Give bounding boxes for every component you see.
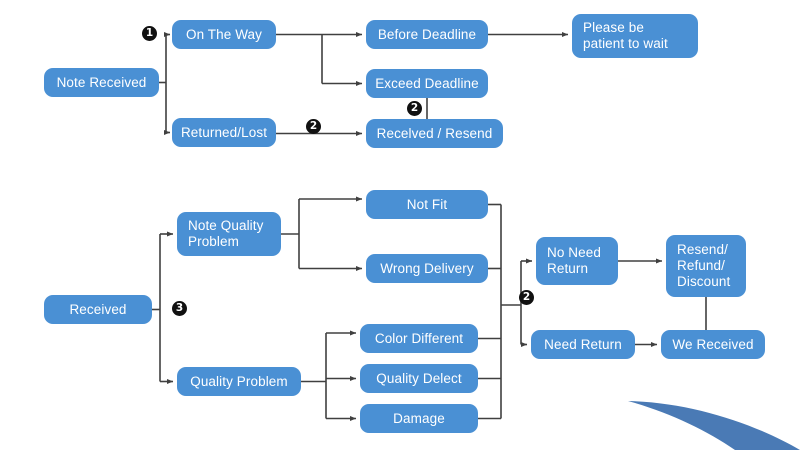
node-color-different[interactable]: Color Different — [360, 324, 478, 353]
node-note-received[interactable]: Note Received — [44, 68, 159, 97]
node-received[interactable]: Received — [44, 295, 152, 324]
node-wrong-delivery[interactable]: Wrong Delivery — [366, 254, 488, 283]
node-before-deadline[interactable]: Before Deadline — [366, 20, 488, 49]
node-resend-refund-discount[interactable]: Resend/ Refund/ Discount — [666, 235, 746, 297]
node-no-need-return[interactable]: No Need Return — [536, 237, 618, 285]
node-exceed-deadline[interactable]: Exceed Deadline — [366, 69, 488, 98]
step-marker-3: 3 — [172, 301, 187, 316]
node-note-quality-problem[interactable]: Note Quality Problem — [177, 212, 281, 256]
step-marker-2-return-decision: 2 — [519, 290, 534, 305]
node-received-resend[interactable]: Recelved / Resend — [366, 119, 503, 148]
node-not-fit[interactable]: Not Fit — [366, 190, 488, 219]
node-need-return[interactable]: Need Return — [531, 330, 635, 359]
step-marker-1: 1 — [142, 26, 157, 41]
node-returned-lost[interactable]: Returned/Lost — [172, 118, 276, 147]
step-marker-2-returned-lost: 2 — [306, 119, 321, 134]
node-please-be-patient[interactable]: Please be patient to wait — [572, 14, 698, 58]
node-we-received[interactable]: We Received — [661, 330, 765, 359]
node-quality-delect[interactable]: Quality Delect — [360, 364, 478, 393]
node-damage[interactable]: Damage — [360, 404, 478, 433]
node-on-the-way[interactable]: On The Way — [172, 20, 276, 49]
node-quality-problem[interactable]: Quality Problem — [177, 367, 301, 396]
step-marker-2-exceed-deadline: 2 — [407, 101, 422, 116]
decorative-swoosh — [628, 401, 800, 450]
